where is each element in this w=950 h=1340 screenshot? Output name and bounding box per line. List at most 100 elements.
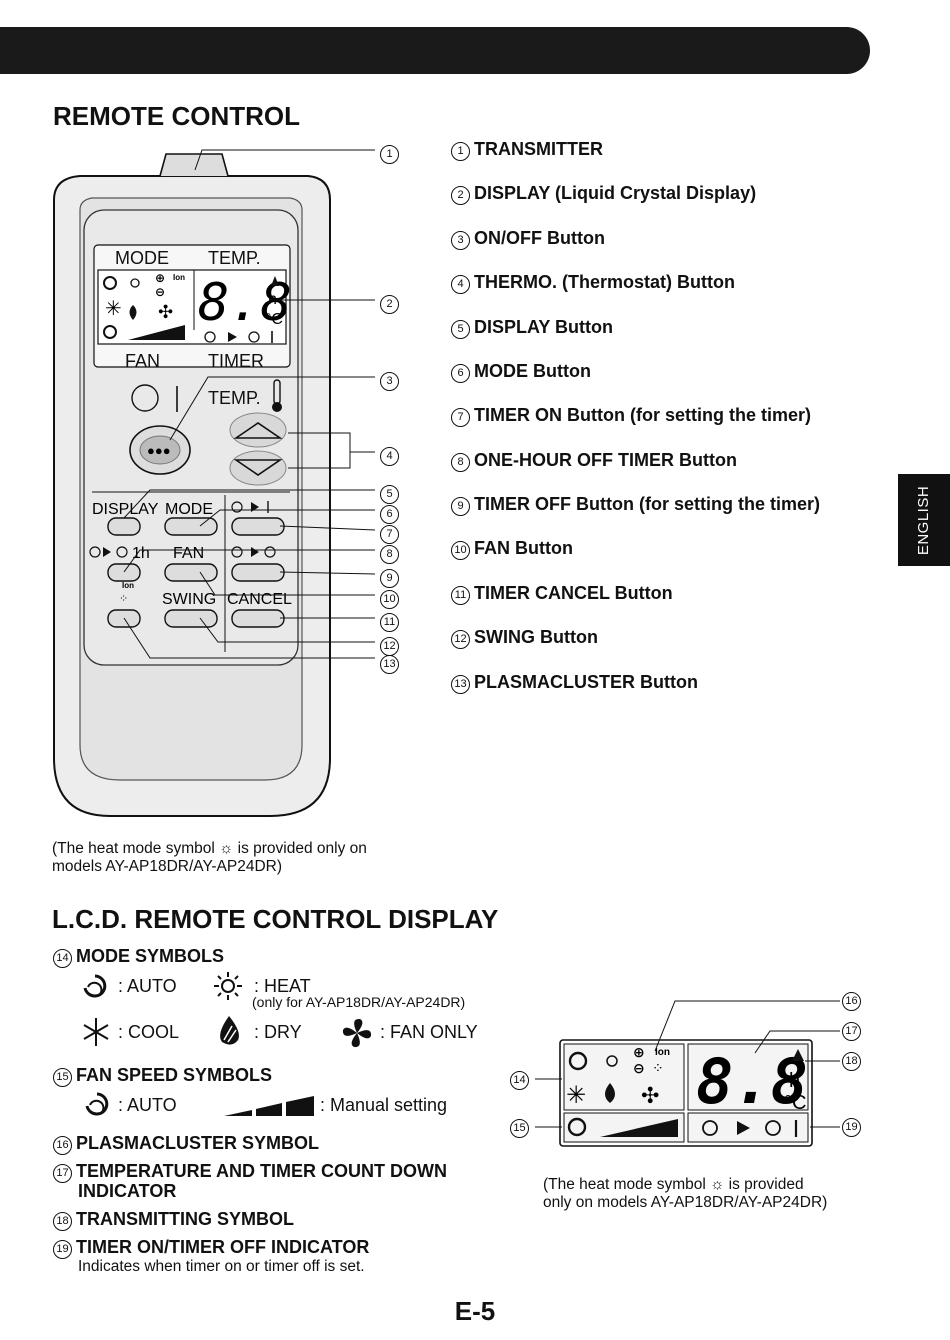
remote-control-illustration: MODE TEMP. ⊕ ⊖ Ion ✳ ✣ 8.8 h °C FAN TIME… bbox=[53, 149, 376, 817]
diagram-plus-icon: ⊕ bbox=[633, 1044, 645, 1060]
diagram-clock-icon bbox=[702, 1120, 718, 1136]
lcd-temp-label: TEMP. bbox=[208, 248, 261, 268]
diagram-speed-bars bbox=[600, 1119, 678, 1137]
diagram-play-icon bbox=[737, 1121, 750, 1135]
lcd-section-title: L.C.D. REMOTE CONTROL DISPLAY bbox=[52, 904, 499, 934]
auto-mode-icon bbox=[83, 974, 107, 998]
temp-down-button[interactable] bbox=[233, 459, 283, 476]
swing-button[interactable] bbox=[164, 609, 218, 628]
diagram-plasma-dots: ⁘ bbox=[652, 1060, 664, 1076]
mode-button[interactable] bbox=[164, 517, 218, 536]
language-tab: ENGLISH bbox=[898, 474, 950, 566]
diagram-transmit-icon bbox=[792, 1049, 804, 1061]
callout-num-9: 9 bbox=[380, 569, 399, 588]
dry-mode-text: : DRY bbox=[254, 1022, 302, 1042]
lcd-ion-label: Ion bbox=[173, 273, 185, 282]
lcd-fan-label: FAN bbox=[125, 351, 160, 371]
fan-auto-icon bbox=[103, 325, 117, 339]
auto-mode-text: : AUTO bbox=[118, 976, 177, 996]
clock-icon bbox=[204, 331, 216, 343]
mode-label: MODE bbox=[165, 501, 213, 518]
manual-setting-text: : Manual setting bbox=[320, 1095, 448, 1115]
remote-note: (The heat mode symbol ☼ is provided only… bbox=[52, 840, 367, 875]
cancel-button[interactable] bbox=[231, 609, 285, 628]
callout-num-6: 6 bbox=[380, 505, 399, 524]
timer-indicator-desc: Indicates when timer on or timer off is … bbox=[78, 1258, 365, 1275]
lcd-diagram: ⊕ ⊖ Ion ⁘ ✳ ✣ 8.8 h °C bbox=[535, 1000, 840, 1147]
lcd-celsius: °C bbox=[265, 311, 283, 328]
diagram-dry-icon bbox=[605, 1083, 615, 1103]
header-bar bbox=[0, 27, 870, 74]
callout-num-11: 11 bbox=[380, 613, 399, 632]
callout-num-8: 8 bbox=[380, 545, 399, 564]
diagram-num-14: 14 bbox=[510, 1071, 529, 1090]
transmit-icon bbox=[271, 276, 279, 286]
fan-only-icon bbox=[342, 1018, 372, 1048]
diagram-cool-icon: ✳ bbox=[566, 1082, 586, 1109]
fan-icon: ✣ bbox=[158, 302, 173, 322]
diagram-fan-icon: ✣ bbox=[641, 1083, 659, 1108]
lcd-timer-label: TIMER bbox=[208, 351, 264, 371]
callout-num-10: 10 bbox=[380, 590, 399, 609]
play-icon bbox=[228, 332, 237, 342]
callout-num-3: 3 bbox=[380, 372, 399, 391]
fan-auto-speed-icon bbox=[85, 1092, 109, 1116]
display-button[interactable] bbox=[107, 517, 141, 536]
one-hour-off-button[interactable] bbox=[107, 563, 141, 582]
manual-speed-bars-icon bbox=[224, 1096, 314, 1116]
heat-icon bbox=[130, 278, 140, 288]
minus-icon: ⊖ bbox=[155, 285, 165, 299]
diagram-minus-icon: ⊖ bbox=[633, 1060, 645, 1076]
callout-num-4: 4 bbox=[380, 447, 399, 466]
off-circle-icon bbox=[248, 331, 260, 343]
dry-mode-icon bbox=[220, 1016, 239, 1045]
diagram-digits: 8.8 bbox=[696, 1045, 808, 1118]
plasma-dots-icon: ⁘ bbox=[119, 593, 128, 605]
fan-button[interactable] bbox=[164, 563, 218, 582]
fan-auto-speed-text: : AUTO bbox=[118, 1095, 177, 1115]
page-number: E-5 bbox=[454, 1296, 496, 1326]
timer-off-button[interactable] bbox=[231, 563, 285, 582]
auto-icon bbox=[103, 276, 117, 290]
diagram-heat-icon bbox=[606, 1055, 618, 1067]
diagram-celsius: °C bbox=[784, 1092, 806, 1114]
remote-temp-label: TEMP. bbox=[208, 388, 261, 408]
temp-timer-title-line2: INDICATOR bbox=[78, 1181, 177, 1201]
cool-icon: ✳ bbox=[105, 298, 122, 320]
diagram-ion-label: Ion bbox=[655, 1047, 670, 1058]
diagram-h: h bbox=[789, 1070, 800, 1092]
temp-up-button[interactable] bbox=[233, 422, 283, 439]
remote-control-title: REMOTE CONTROL bbox=[53, 101, 300, 131]
power-circle-icon bbox=[131, 384, 159, 412]
heat-mode-note: (only for AY-AP18DR/AY-AP24DR) bbox=[252, 994, 466, 1010]
display-label: DISPLAY bbox=[92, 501, 159, 518]
svg-text:●●●: ●●● bbox=[147, 443, 171, 458]
one-hour-label: 1h bbox=[132, 545, 150, 562]
cool-mode-icon bbox=[83, 1018, 109, 1046]
diagram-auto-icon bbox=[568, 1051, 588, 1071]
diagram-num-18: 18 bbox=[842, 1052, 861, 1071]
diagram-num-19: 19 bbox=[842, 1118, 861, 1137]
callout-num-5: 5 bbox=[380, 485, 399, 504]
cancel-label: CANCEL bbox=[227, 591, 292, 608]
lcd-mode-label: MODE bbox=[115, 248, 169, 268]
timer-on-button[interactable] bbox=[231, 517, 285, 536]
heat-mode-icon bbox=[214, 972, 242, 1000]
diagram-num-15: 15 bbox=[510, 1119, 529, 1138]
